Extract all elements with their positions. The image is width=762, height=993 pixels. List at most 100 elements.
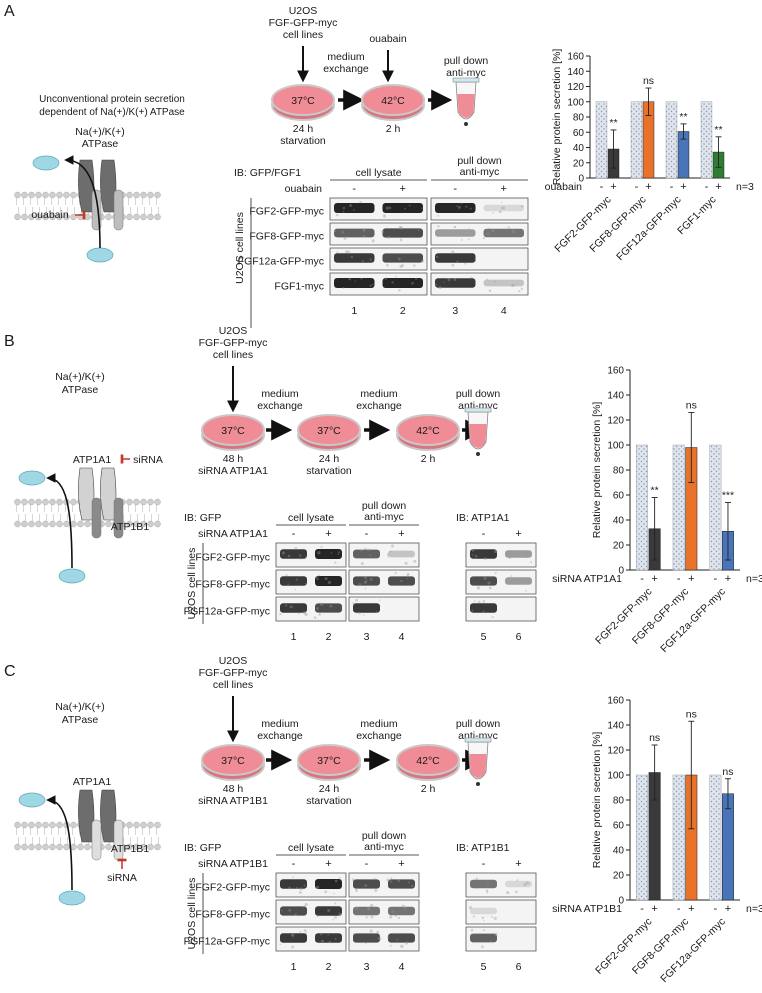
lipid-head [14, 213, 21, 221]
lane-number: 3 [452, 305, 458, 317]
blot-speckle [468, 906, 473, 910]
pump-subunit [100, 789, 117, 843]
bar-control [595, 101, 608, 179]
blot-speckle [334, 915, 338, 919]
lipid-head [14, 821, 21, 829]
lipid-head [105, 213, 112, 221]
blot-speckle [316, 915, 319, 918]
western-band [315, 576, 342, 586]
blot-speckle [494, 932, 498, 936]
blot-speckle [288, 886, 291, 890]
blot-speckle [465, 205, 468, 208]
sign-label: - [453, 183, 457, 195]
significance-label: ns [686, 400, 697, 412]
lipid-head [140, 213, 147, 221]
blot-speckle [378, 936, 382, 941]
side-label: U2OS cell lines [186, 878, 198, 950]
blot-speckle [498, 210, 502, 214]
blot-speckle [320, 545, 323, 548]
blot-speckle [404, 941, 408, 945]
blot-speckle [368, 554, 371, 557]
y-tick-label: 60 [573, 128, 585, 139]
sign-label: + [688, 573, 694, 585]
lane-number: 4 [399, 631, 405, 643]
blot-speckle [418, 229, 420, 231]
lipid-head [42, 498, 49, 506]
blot-speckle [348, 277, 352, 281]
blot-speckle [317, 574, 320, 577]
dish-temperature: 42°C [416, 425, 440, 437]
dish-temperature: 37°C [317, 425, 341, 437]
inhibitor-label: siRNA [133, 454, 163, 466]
sign-label: + [398, 858, 404, 870]
blot-speckle [467, 227, 470, 230]
culture-dish [297, 414, 361, 446]
blot-speckle [483, 576, 487, 580]
step-note: 2 h [421, 783, 436, 795]
sign-label: + [515, 528, 521, 540]
blot-speckle [404, 561, 408, 565]
blot-speckle [367, 548, 370, 552]
blot-speckle [338, 912, 342, 917]
blot-speckle [518, 290, 521, 293]
y-tick-label: 40 [613, 516, 625, 527]
step-note: 24 h [319, 783, 340, 795]
lane-number: 5 [481, 631, 487, 643]
workflow-source: FGF-GFP-myc [269, 17, 338, 29]
blot-speckle [506, 891, 510, 895]
blot-speckle [345, 250, 348, 253]
blot-speckle [300, 557, 303, 560]
lipid-head [35, 498, 42, 506]
significance-label: *** [722, 490, 734, 502]
blot-speckle [464, 262, 467, 265]
y-axis-label: Relative protein secretion [%] [551, 49, 563, 186]
pump-label: ATP1A1 [73, 776, 111, 788]
blot-speckle [530, 561, 533, 564]
blot-speckle [482, 929, 485, 932]
blot-speckle [486, 884, 489, 887]
blot-speckle [321, 940, 323, 942]
blot-speckle [317, 551, 321, 555]
blot-speckle [341, 230, 345, 234]
blot-speckle [476, 887, 478, 890]
western-band [470, 933, 497, 943]
blot-speckle [355, 598, 359, 602]
blot-row-label: FGF2-GFP-myc [195, 552, 270, 564]
blot-speckle [404, 207, 407, 210]
blot-speckle [390, 880, 393, 883]
subunit-label: ATP1B1 [111, 843, 149, 855]
y-tick-label: 20 [613, 541, 625, 552]
bar-control [700, 101, 713, 179]
western-band [388, 576, 415, 586]
step-note: 24 h [293, 123, 314, 135]
blot-speckle [489, 575, 492, 578]
lipid-head [154, 191, 161, 199]
y-tick-label: 100 [607, 771, 624, 782]
western-band [435, 203, 476, 213]
y-axis-label: Relative protein secretion [%] [591, 402, 603, 539]
blot-speckle [363, 580, 368, 584]
lipid-head [126, 498, 133, 506]
secretion-path [46, 473, 73, 569]
blot-speckle [507, 550, 510, 554]
blot-speckle [456, 205, 459, 208]
step-note: 2 h [386, 123, 401, 135]
western-band [280, 549, 307, 559]
blot-speckle [396, 932, 399, 935]
sign-label: - [482, 858, 486, 870]
lipid-head [140, 843, 147, 851]
cartoon-title: Na(+)/K(+) [55, 701, 105, 713]
beta-subunit [113, 497, 124, 539]
bar-control [636, 444, 649, 571]
blot-speckle [304, 555, 307, 558]
group-label: pull down [362, 830, 407, 842]
lipid-head [28, 520, 35, 528]
significance-label: ** [609, 117, 617, 129]
culture-dish [297, 744, 361, 776]
blot-speckle [337, 553, 340, 555]
dish-temperature: 37°C [291, 95, 315, 107]
